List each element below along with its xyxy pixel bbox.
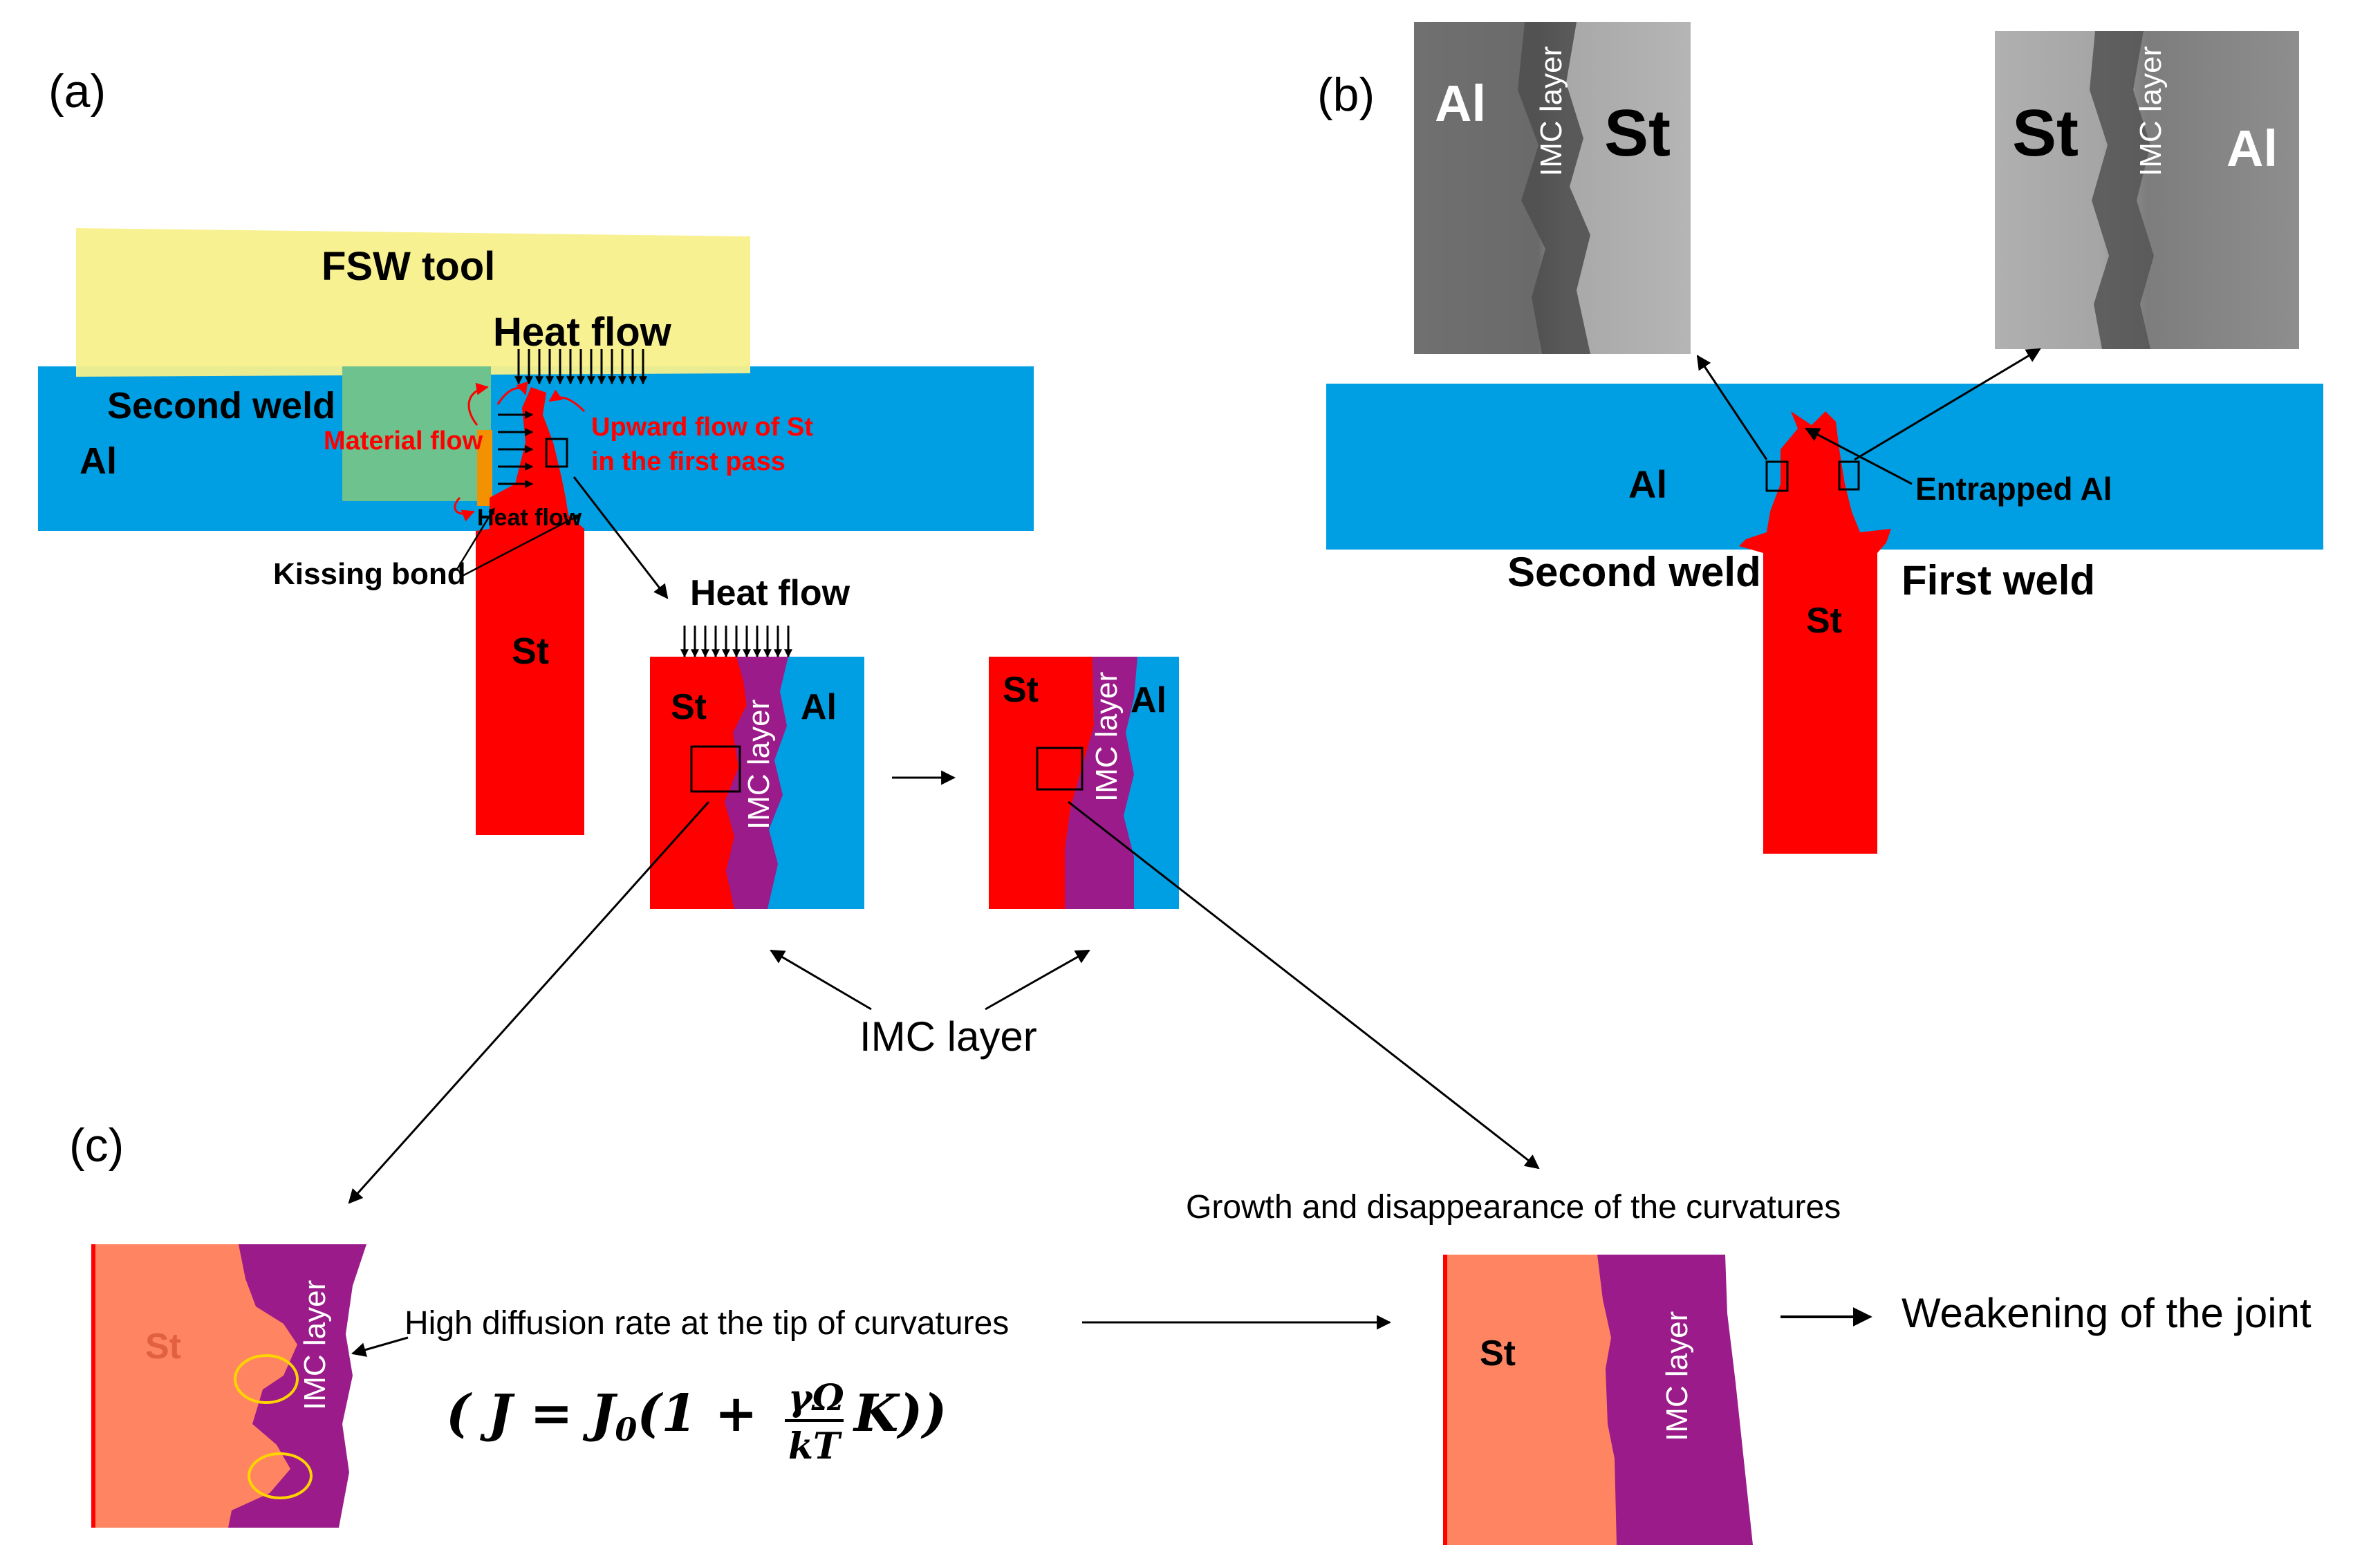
right-st-label: St — [1480, 1333, 1516, 1374]
zoom2-imc-label: IMC layer — [1090, 672, 1124, 802]
upward-flow-label-2: in the first pass — [591, 447, 785, 476]
leader-to-c-left — [348, 800, 710, 1204]
zoom1-al-label: Al — [801, 687, 837, 727]
zoom-heat-flow-arrows — [680, 626, 792, 658]
diffusion-text: High diffusion rate at the tip of curvat… — [405, 1305, 1009, 1342]
svg-text:kT: kT — [788, 1425, 842, 1468]
st-label-b: St — [1806, 601, 1842, 641]
imc-caption-arrow-right — [985, 949, 1090, 1011]
imc-caption-arrow-left — [770, 949, 872, 1011]
steel-insert-b — [1739, 411, 1891, 854]
diffusion-arrow — [351, 1336, 409, 1357]
box-b-left — [1765, 460, 1789, 492]
box-b-right — [1838, 460, 1860, 491]
curvature-diagram-left — [91, 1244, 366, 1528]
micro-left-al: Al — [1435, 75, 1486, 132]
kissing-bond-leader-1 — [455, 507, 496, 571]
right-imc-label: IMC layer — [1660, 1311, 1694, 1441]
diffusion-formula: ( J = J0(1 + γΩ kT K)) — [446, 1377, 947, 1468]
stir-zone — [342, 366, 491, 501]
entrapped-al-leader — [1805, 427, 1913, 485]
svg-text:( J = J0(1 +: ( J = J0(1 + — [446, 1384, 758, 1448]
svg-text:K)): K)) — [853, 1384, 947, 1443]
fsw-tool — [76, 228, 750, 377]
micro-left-st: St — [1604, 96, 1671, 170]
zoom1-st-label: St — [671, 687, 707, 727]
panel-b-label: (b) — [1317, 68, 1375, 121]
curvature-diagram-right — [1443, 1255, 1753, 1545]
leader-to-c-right — [1068, 800, 1540, 1170]
heat-flow-arrows-top — [514, 349, 647, 385]
micro-right-imc: IMC layer — [2134, 46, 2168, 176]
growth-text: Growth and disappearance of the curvatur… — [1186, 1189, 1841, 1226]
panel-c: (c) St IMC layer High diffusion rate at … — [69, 1119, 2312, 1545]
orange-strip — [477, 430, 492, 506]
micro-right-al: Al — [2226, 120, 2278, 177]
second-weld-label-b: Second weld — [1507, 549, 1761, 595]
micro-right-st: St — [2012, 96, 2079, 170]
al-label-a: Al — [80, 440, 117, 482]
imc-caption: IMC layer — [859, 1013, 1037, 1060]
kissing-bond-leader-2 — [459, 514, 580, 579]
zoom1-imc-label: IMC layer — [742, 700, 776, 830]
micrograph-left — [1414, 22, 1691, 354]
al-label-b: Al — [1628, 462, 1667, 506]
material-flow-label: Material flow — [324, 427, 483, 456]
micro-left-imc: IMC layer — [1534, 46, 1568, 176]
left-imc-label: IMC layer — [298, 1280, 332, 1410]
second-weld-label-a: Second weld — [107, 385, 335, 427]
heat-flow-arrows-side — [498, 411, 534, 488]
steel-insert-a — [476, 387, 584, 835]
arrow-b-right — [1854, 348, 2041, 461]
heat-flow-label-top: Heat flow — [493, 310, 672, 355]
st-label-a: St — [512, 630, 549, 672]
panel-a-label: (a) — [48, 65, 106, 118]
svg-text:γΩ: γΩ — [788, 1377, 844, 1419]
left-st-label: St — [145, 1327, 181, 1367]
zoom-box-2 — [989, 657, 1179, 909]
zoom-arrow-a — [573, 476, 669, 599]
material-flow-arrows — [454, 381, 586, 522]
zoom-box-a — [545, 438, 568, 468]
first-weld-label: First weld — [1902, 557, 2095, 603]
zoom2-al-label: Al — [1131, 680, 1166, 720]
entrapped-al-label: Entrapped Al — [1915, 471, 2112, 507]
zoom-box-1 — [650, 657, 864, 909]
panel-b: (b) Al St IMC layer St Al IMC layer Al E… — [1317, 22, 2323, 854]
zoom2-st-label: St — [1003, 670, 1039, 710]
micrograph-right — [1995, 31, 2299, 349]
arrow-b-left — [1696, 355, 1768, 460]
zoom-heat-flow-label: Heat flow — [690, 573, 850, 613]
kissing-bond-label: Kissing bond — [273, 557, 466, 591]
upward-flow-label-1: Upward flow of St — [591, 413, 813, 442]
panel-c-label: (c) — [69, 1119, 124, 1172]
panel-a: (a) — [38, 65, 1540, 1204]
heat-flow-label-small: Heat flow — [477, 505, 582, 531]
fsw-tool-label: FSW tool — [322, 244, 495, 289]
weakening-text: Weakening of the joint — [1902, 1290, 2312, 1336]
